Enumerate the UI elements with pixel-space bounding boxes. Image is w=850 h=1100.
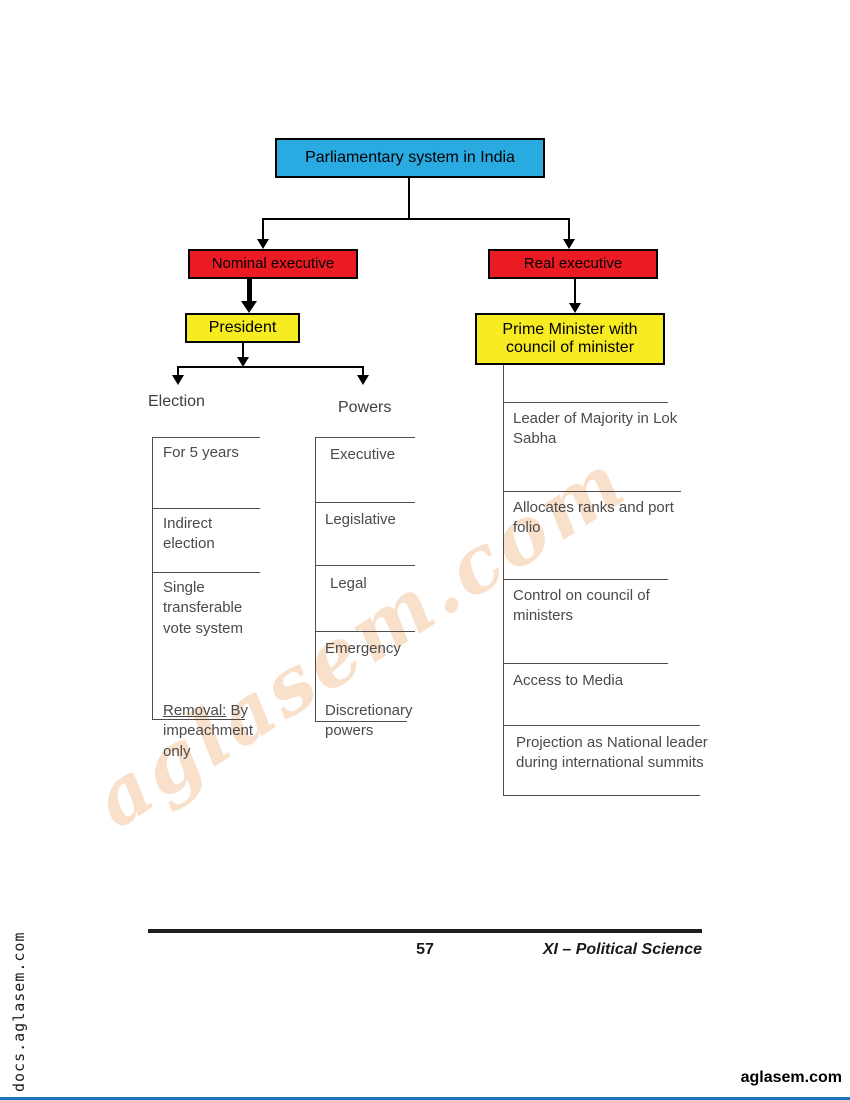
pm-sep-1 xyxy=(503,402,668,403)
election-sep-2 xyxy=(152,508,260,509)
arrowhead-president-split xyxy=(237,357,249,367)
powers-item-legislative: Legislative xyxy=(325,511,396,528)
footer-subject: XI – Political Science xyxy=(542,941,702,958)
page-number: 57 xyxy=(416,941,434,958)
powers-item-discretionary: Discretionary powers xyxy=(325,702,413,740)
connector-nominal-president xyxy=(247,279,252,303)
connector-right-stub xyxy=(568,218,570,240)
election-heading: Election xyxy=(148,393,205,410)
bottom-blue-bar xyxy=(0,1097,850,1100)
arrowhead-to-president xyxy=(241,301,257,313)
pm-point-allocates-ranks: Allocates ranks and port folio xyxy=(513,499,674,537)
node-prime-minister: Prime Minister with council of minister xyxy=(475,313,665,365)
node-nominal-executive: Nominal executive xyxy=(188,249,358,279)
footer-rule xyxy=(148,929,702,933)
side-watermark: docs.aglasem.com xyxy=(10,931,28,1093)
powers-item-emergency: Emergency xyxy=(325,640,401,657)
bottom-brand: aglasem.com xyxy=(740,1069,842,1086)
election-foot-line xyxy=(152,719,245,720)
election-item-for-5-years: For 5 years xyxy=(163,444,239,461)
pm-point-control-council: Control on council of ministers xyxy=(513,587,650,625)
pm-bottom-line xyxy=(503,795,700,796)
node-real-executive: Real executive xyxy=(488,249,658,279)
election-sep-3 xyxy=(152,572,260,573)
pm-sep-4 xyxy=(503,663,668,664)
root-node-parliamentary-system: Parliamentary system in India xyxy=(275,138,545,178)
arrowhead-to-real xyxy=(563,239,575,249)
powers-item-legal: Legal xyxy=(330,575,367,592)
pm-sep-3 xyxy=(503,579,668,580)
arrowhead-to-election xyxy=(172,375,184,385)
pm-point-access-media: Access to Media xyxy=(513,672,624,689)
arrowhead-to-pm xyxy=(569,303,581,313)
pm-point-leader-of-majority: Leader of Majority in Lok Sabha xyxy=(513,410,678,448)
election-sep-1 xyxy=(152,437,260,438)
connector-left-stub xyxy=(262,218,264,240)
powers-foot-line xyxy=(315,721,407,722)
election-item-indirect-election: Indirect election xyxy=(163,515,215,553)
arrowhead-to-powers xyxy=(357,375,369,385)
powers-sep-4 xyxy=(315,631,415,632)
election-item-single-transferable: Single transferable vote system xyxy=(163,579,244,637)
connector-root-stem xyxy=(408,178,410,220)
powers-list-spine xyxy=(315,437,316,722)
node-president: President xyxy=(185,313,300,343)
removal-rest-text: By impeachment only xyxy=(163,702,254,760)
powers-sep-3 xyxy=(315,565,415,566)
powers-heading: Powers xyxy=(338,399,392,416)
powers-sep-1 xyxy=(315,437,415,438)
pm-sep-2 xyxy=(503,491,681,492)
pm-list-spine xyxy=(503,365,504,796)
pm-point-projection-national: Projection as National leader during int… xyxy=(516,734,708,772)
election-item-removal: Removal: By impeachment only xyxy=(163,701,275,762)
powers-item-executive: Executive xyxy=(330,446,396,463)
pm-sep-5 xyxy=(503,725,700,726)
election-list-spine xyxy=(152,437,153,720)
connector-root-crossbar xyxy=(262,218,570,220)
powers-sep-2 xyxy=(315,502,415,503)
connector-real-pm xyxy=(574,279,576,304)
connector-election-stub xyxy=(177,366,179,376)
connector-powers-stub xyxy=(362,366,364,376)
connector-president-stem xyxy=(242,343,244,359)
arrowhead-to-nominal xyxy=(257,239,269,249)
connector-president-crossbar xyxy=(177,366,364,368)
removal-underlined-word: Removal: xyxy=(163,702,227,719)
